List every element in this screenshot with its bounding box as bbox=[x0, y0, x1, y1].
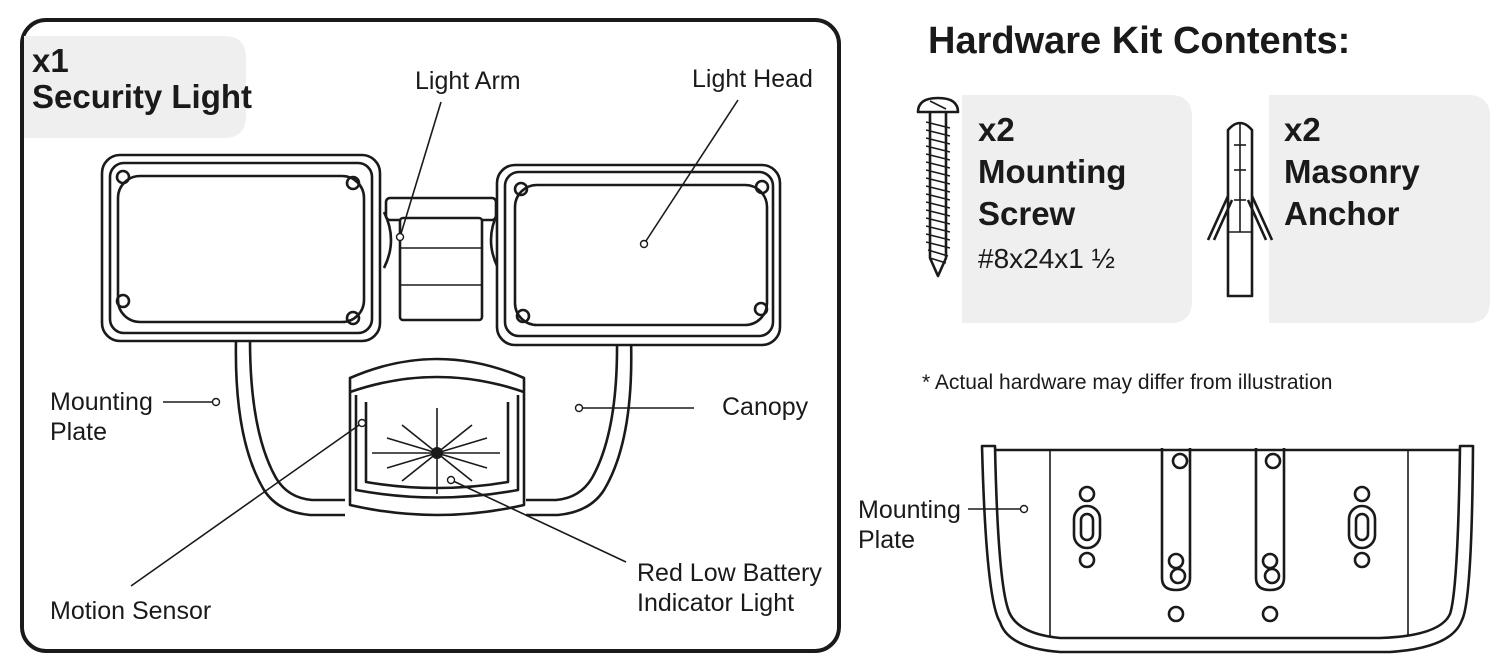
screw-name-line2: Screw bbox=[978, 195, 1076, 232]
leader-lines bbox=[130, 99, 739, 587]
item-count: x1 bbox=[32, 42, 69, 79]
label-battery-line1: Red Low Battery bbox=[637, 559, 822, 587]
right-light-head bbox=[495, 163, 782, 347]
mounting-screw-drawing bbox=[916, 96, 960, 278]
screw-card bbox=[962, 95, 1192, 323]
screw-count: x2 bbox=[978, 111, 1015, 148]
label-light-arm: Light Arm bbox=[415, 67, 521, 95]
label-kit-mounting-plate-line1: Mounting bbox=[858, 496, 961, 524]
mounting-plate-drawing bbox=[980, 444, 1475, 654]
light-arm-drawing bbox=[382, 196, 500, 322]
motion-sensor-drawing bbox=[348, 357, 526, 517]
item-name: Security Light bbox=[32, 78, 252, 115]
hardware-disclaimer: * Actual hardware may differ from illust… bbox=[922, 371, 1332, 394]
kit-title: Hardware Kit Contents: bbox=[928, 20, 1350, 62]
label-mounting-plate-line2: Plate bbox=[50, 418, 107, 446]
label-mounting-plate-line1: Mounting bbox=[50, 388, 153, 416]
anchor-name-line2: Anchor bbox=[1284, 195, 1400, 232]
label-motion-sensor: Motion Sensor bbox=[50, 597, 211, 625]
anchor-count: x2 bbox=[1284, 111, 1321, 148]
sensor-starburst bbox=[372, 408, 500, 494]
screw-size: #8x24x1 ½ bbox=[978, 243, 1115, 274]
anchor-card bbox=[1269, 95, 1490, 323]
masonry-anchor-drawing bbox=[1206, 121, 1274, 298]
label-light-head: Light Head bbox=[692, 65, 813, 93]
label-kit-mounting-plate-line2: Plate bbox=[858, 526, 915, 554]
anchor-name-line1: Masonry bbox=[1284, 153, 1420, 190]
item-tag-box bbox=[24, 36, 246, 138]
label-battery-line2: Indicator Light bbox=[637, 589, 794, 617]
left-light-head bbox=[100, 153, 382, 343]
label-canopy: Canopy bbox=[722, 393, 809, 421]
screw-name-line1: Mounting bbox=[978, 153, 1126, 190]
